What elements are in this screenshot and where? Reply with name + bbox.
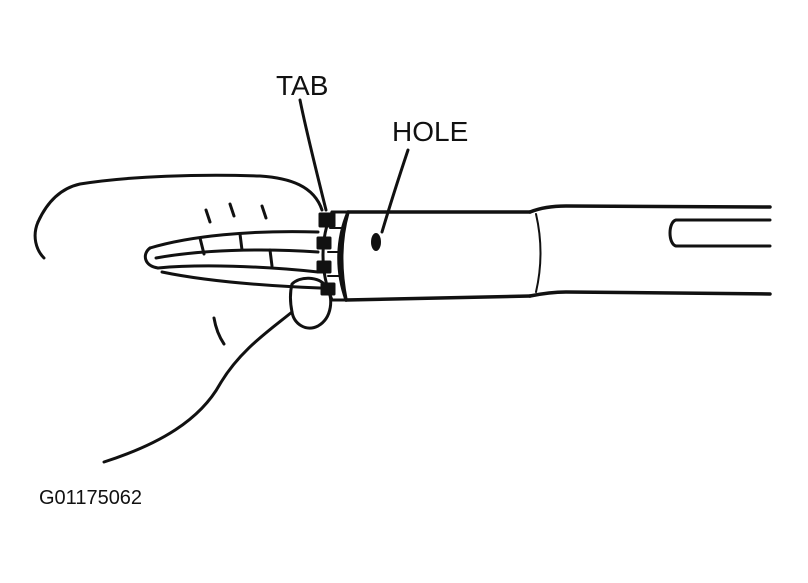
hole-mark <box>371 233 381 251</box>
tube-slot <box>668 218 772 248</box>
figure-id: G01175062 <box>39 487 143 509</box>
column-barrel <box>340 204 772 302</box>
hole-leader <box>380 148 410 234</box>
hand <box>33 173 333 464</box>
lock-ring <box>316 210 350 302</box>
tab-label: TAB <box>276 70 329 101</box>
leader-lines <box>298 98 410 234</box>
tab-leader <box>298 98 328 212</box>
hole-label: HOLE <box>392 116 469 147</box>
